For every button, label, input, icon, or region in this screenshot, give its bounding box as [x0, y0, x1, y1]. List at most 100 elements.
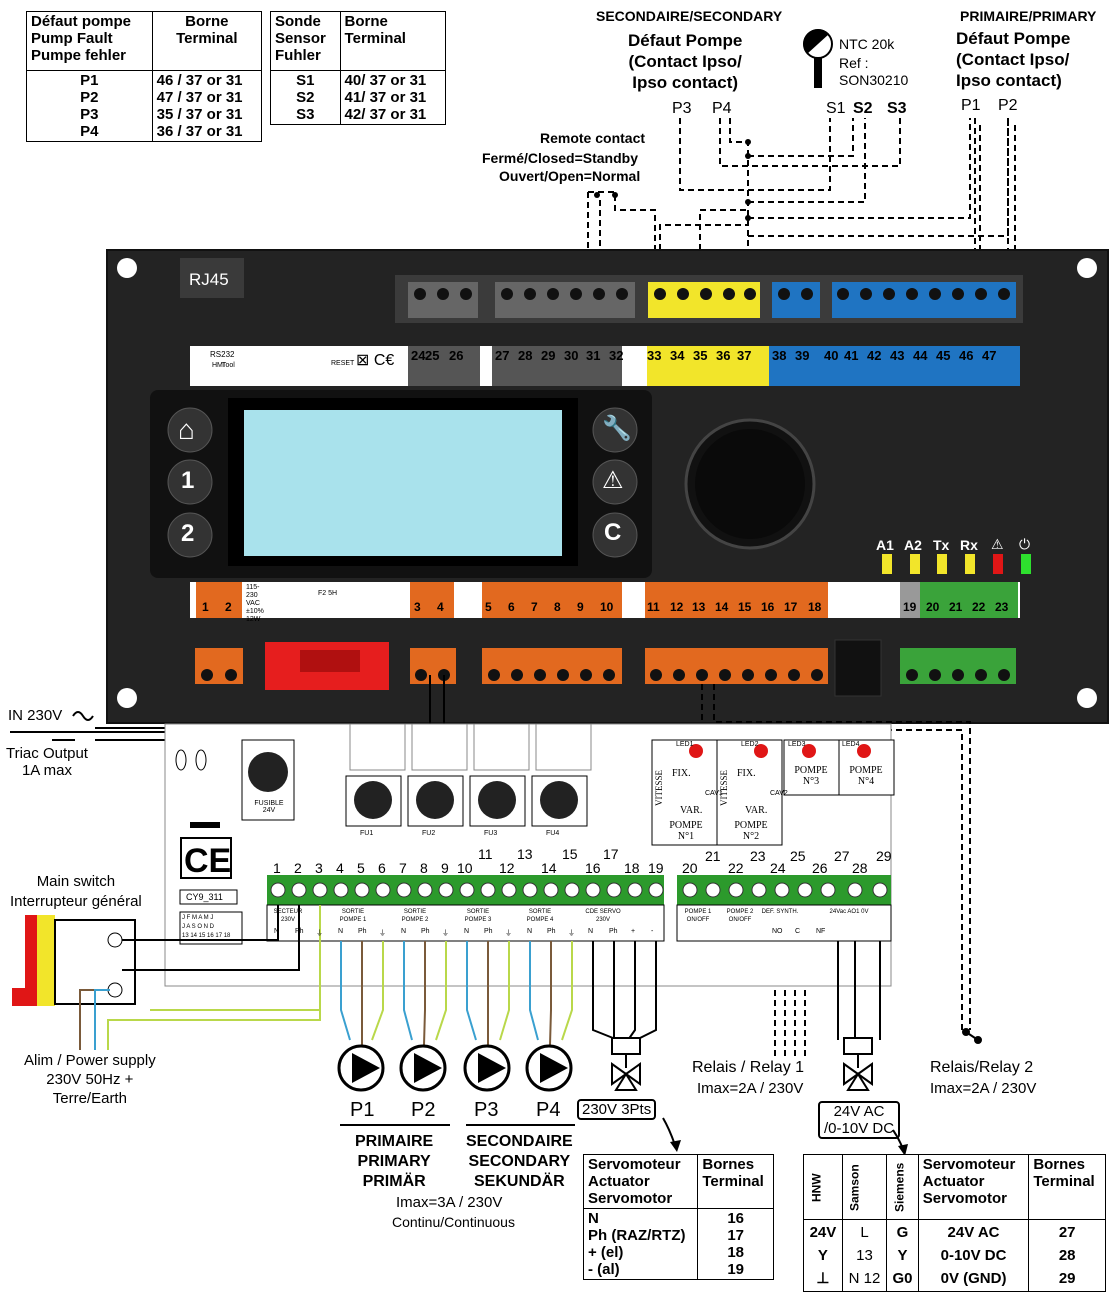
terminal-value: 17: [727, 1227, 745, 1244]
top-terminal-number: 45: [936, 348, 951, 363]
terminal-sublabel: NF: [816, 928, 826, 935]
terminal-group-label: SORTIE POMPE 4: [526, 909, 554, 923]
board-terminal-number: 14: [541, 860, 557, 876]
hnw-value: 24V: [809, 1224, 837, 1241]
terminal-sublabel: N: [338, 928, 344, 935]
power-supply-label: Alim / Power supply 230V 50Hz + Terre/Ea…: [24, 1052, 156, 1107]
bottom-screws: [201, 669, 1010, 681]
top-terminal-number: 29: [541, 348, 556, 363]
board-terminal-number: 22: [728, 860, 744, 876]
terminal-group-label: SORTIE POMPE 3: [464, 909, 492, 923]
samson-value: L: [860, 1224, 869, 1241]
terminal-value: 35 / 37 or 31: [156, 106, 243, 123]
p3-label: P3: [672, 100, 692, 117]
terminal-sublabel: Ph: [609, 928, 618, 935]
samson-value: 13: [856, 1247, 873, 1264]
pump-icons: [337, 1044, 573, 1092]
siemens-header: Siemens: [886, 1154, 919, 1220]
led2-label: LED2: [741, 741, 759, 748]
terminal-value: 16: [727, 1210, 745, 1227]
terminal-sublabel: N: [274, 928, 280, 935]
main-switch-icon: [12, 915, 136, 1006]
relay-contact-icons: [962, 1028, 982, 1044]
board-terminal-number: 1: [273, 860, 281, 876]
servo230-labels: N Ph (RAZ/RTZ) + (el) - (al): [582, 1208, 699, 1280]
main-switch-label: Main switch Interrupteur général: [10, 873, 142, 910]
terminal-value: 42/ 37 or 31: [344, 106, 427, 123]
led-power-label: ⏻: [1019, 536, 1031, 552]
led-rx-label: Rx: [960, 537, 978, 553]
ntc-ref-label: Ref :: [839, 55, 869, 71]
fu2-label: FU2: [422, 830, 436, 837]
terminal-value: 46 / 37 or 31: [156, 72, 243, 89]
board-terminal-number: 11: [478, 846, 493, 862]
bottom-terminal-number: 13: [692, 600, 706, 614]
top-terminal-number: 35: [693, 348, 708, 363]
button-2[interactable]: 2: [181, 520, 195, 547]
pump-wires: [340, 941, 881, 1046]
s2-label: S2: [853, 100, 873, 117]
terminal-value: 41/ 37 or 31: [344, 89, 427, 106]
fix-label-1: FIX.: [672, 768, 691, 779]
servo230-terminal-header: Bornes Terminal: [697, 1154, 774, 1209]
var-label-1: VAR.: [680, 805, 703, 816]
valve-icons: [611, 1037, 873, 1091]
fuse-24v-label: FUSIBLE 24V: [254, 800, 284, 814]
top-terminal-number: 24: [411, 348, 426, 363]
sensor-table: Sonde Sensor Fuhler Borne Terminal S1 S2…: [270, 11, 447, 125]
relay1-imax-label: Imax=2A / 230V: [697, 1080, 804, 1097]
board-terminal-number: 20: [682, 860, 698, 876]
hnw-values: 24V Y ⊥: [803, 1219, 843, 1292]
var-label-2: VAR.: [745, 805, 768, 816]
p1-label: P1: [961, 97, 981, 114]
hnw-header: HNW: [803, 1154, 843, 1220]
top-terminal-number: 33: [647, 348, 662, 363]
board-terminal-number: 5: [357, 860, 365, 876]
alarm-button[interactable]: ⚠: [602, 467, 624, 494]
bottom-terminal-number: 14: [715, 600, 729, 614]
led3-label: LED3: [788, 741, 806, 748]
rs232-label: RS232: [210, 350, 235, 359]
pump-label: P1: [80, 72, 99, 89]
wrench-button[interactable]: 🔧: [602, 415, 632, 442]
terminal-sublabel: ⏚: [316, 930, 323, 937]
ce-mark-icon: CE: [184, 842, 232, 880]
terminal-sublabel: ⏚: [505, 930, 512, 937]
hmi-label: HMI: [212, 362, 225, 369]
voltage-label: 115-230 VAC ±10% 12W: [246, 584, 264, 623]
terminal-value: 27: [1058, 1224, 1076, 1241]
triac-icon: [175, 749, 207, 771]
remote-contact-label: Remote contact: [540, 130, 646, 146]
top-terminal-number: 38: [772, 348, 787, 363]
primary-pumps-label: PRIMAIRE PRIMARY PRIMÄR: [355, 1133, 434, 1190]
top-terminal-number: 44: [913, 348, 928, 363]
servo24-label: 0-10V DC: [940, 1247, 1007, 1264]
home-button[interactable]: ⌂: [178, 414, 195, 445]
led-alarm-label: ⚠: [991, 536, 1004, 552]
remote-closed-label: Fermé/Closed=Standby: [482, 150, 638, 166]
bottom-terminal-number: 19: [903, 600, 917, 614]
button-1[interactable]: 1: [181, 467, 195, 494]
board-terminal-number: 29: [876, 848, 892, 864]
valve-230v-label: 230V 3Pts: [577, 1099, 657, 1120]
rj45-label: RJ45: [189, 270, 229, 289]
board-terminal-number: 6: [378, 860, 386, 876]
cancel-button[interactable]: C: [604, 519, 622, 546]
siemens-value: G: [896, 1224, 909, 1241]
led1-label: LED1: [676, 741, 694, 748]
board-terminal-number: 25: [790, 848, 806, 864]
pump-imax-label: Imax=3A / 230V: [396, 1194, 503, 1211]
board-terminal-number: 15: [562, 846, 578, 862]
led-a2-label: A2: [904, 537, 922, 553]
s1-label: S1: [826, 100, 846, 117]
terminal-value: 19: [727, 1261, 745, 1278]
pompe-n4-label: POMPE N°4: [849, 765, 883, 787]
bottom-terminal-number: 21: [949, 600, 963, 614]
pump-fault-table: Défaut pompe Pump Fault Pumpe fehler Bor…: [26, 11, 263, 142]
terminal-value: 18: [727, 1244, 745, 1261]
p2-label: P2: [998, 97, 1018, 114]
servo24-label: 0V (GND): [940, 1270, 1007, 1287]
bottom-terminal-number: 20: [926, 600, 940, 614]
